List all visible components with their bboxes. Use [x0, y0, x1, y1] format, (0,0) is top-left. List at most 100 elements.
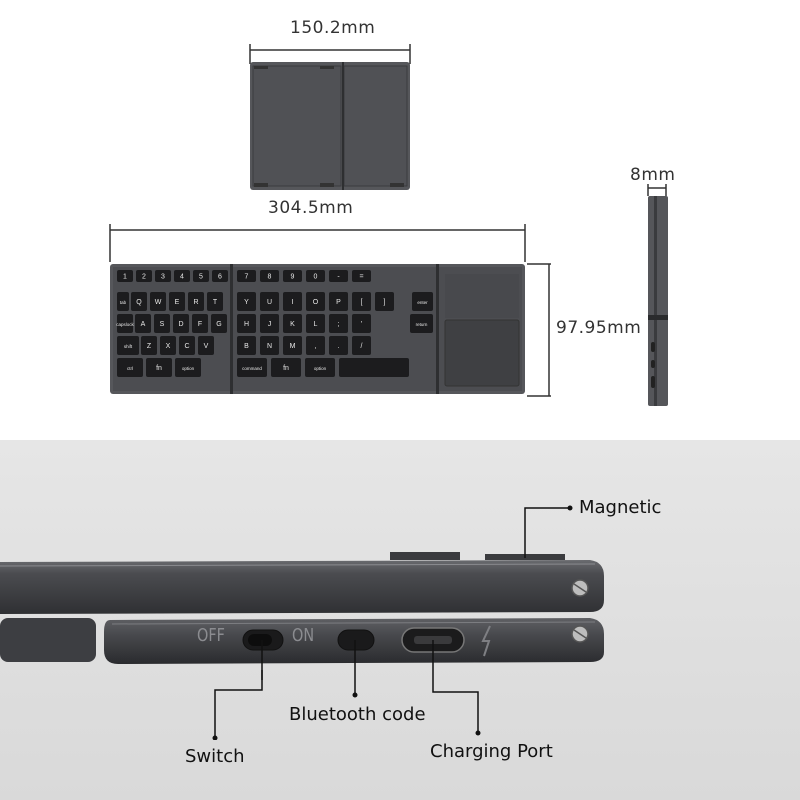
key-label: 8 — [268, 274, 272, 281]
key — [237, 292, 256, 311]
key-capslock — [117, 314, 133, 333]
key-label: W — [155, 299, 162, 306]
unfolded-width-label: 304.5mm — [268, 198, 354, 218]
key-label: L — [314, 321, 318, 328]
key — [207, 292, 223, 311]
key — [117, 358, 143, 377]
key-shift-left-label: shift — [124, 344, 133, 349]
key — [169, 292, 185, 311]
thickness-label: 8mm — [630, 165, 676, 185]
key — [155, 270, 171, 282]
key — [160, 336, 176, 355]
key-label: - — [337, 274, 340, 281]
key — [135, 314, 151, 333]
key-label: C — [184, 343, 189, 350]
key — [179, 336, 195, 355]
charging-port-callout: Charging Port — [430, 741, 553, 762]
key-label: I — [292, 299, 294, 306]
key — [306, 336, 325, 355]
key — [329, 270, 348, 282]
key-return — [410, 314, 433, 333]
key-return-label: return — [416, 322, 428, 327]
key-label: 4 — [180, 274, 184, 281]
key-label: E — [175, 299, 180, 306]
key — [352, 314, 371, 333]
key-label: N — [267, 343, 272, 350]
key-label: J — [268, 321, 272, 328]
key — [237, 358, 267, 377]
key-label: option — [314, 366, 327, 371]
key — [260, 292, 279, 311]
key-label: Z — [147, 343, 152, 350]
key — [174, 270, 190, 282]
key-label: H — [244, 321, 249, 328]
key — [150, 292, 166, 311]
key — [271, 358, 301, 377]
key — [117, 270, 133, 282]
key-shift-left — [117, 336, 139, 355]
key-label: option — [182, 366, 195, 371]
key-label: D — [178, 321, 183, 328]
height-label: 97.95mm — [556, 318, 642, 338]
key-label: 3 — [161, 274, 165, 281]
key — [154, 314, 170, 333]
key — [306, 314, 325, 333]
key-label: . — [338, 343, 340, 350]
key-label: Q — [136, 299, 142, 306]
key-capslock-label: capslock — [116, 322, 134, 327]
key — [141, 336, 157, 355]
switch-on-label: ON — [292, 625, 315, 646]
key — [212, 270, 228, 282]
key — [283, 314, 302, 333]
key-label: [ — [361, 299, 363, 306]
key — [375, 292, 394, 311]
magnetic-callout: Magnetic — [579, 497, 662, 518]
key — [352, 270, 371, 282]
key-label: command — [242, 366, 262, 371]
key-label: S — [160, 321, 165, 328]
key-label: ] — [384, 299, 386, 306]
key-label: ctrl — [127, 366, 133, 371]
key-label: K — [290, 321, 295, 328]
key — [193, 270, 209, 282]
key-label: fn — [156, 365, 162, 372]
key — [188, 292, 204, 311]
key-label: R — [193, 299, 198, 306]
key-label: 7 — [245, 274, 249, 281]
key — [198, 336, 214, 355]
key-label: Y — [244, 299, 249, 306]
key — [283, 270, 302, 282]
key — [237, 336, 256, 355]
key-label: 5 — [199, 274, 203, 281]
key — [352, 292, 371, 311]
key-enter — [412, 292, 433, 311]
key-label: / — [361, 343, 363, 350]
key — [329, 314, 348, 333]
key — [260, 314, 279, 333]
switch-callout: Switch — [185, 746, 245, 767]
key-enter-label: enter — [417, 300, 428, 305]
callout-leaders — [212, 505, 573, 740]
key — [329, 336, 348, 355]
key-label: = — [359, 274, 363, 281]
folded-width-label: 150.2mm — [290, 18, 376, 38]
key — [131, 292, 147, 311]
key — [283, 336, 302, 355]
key-label: V — [204, 343, 209, 350]
key-label: 9 — [291, 274, 295, 281]
key-label: 0 — [314, 274, 318, 281]
key-label: fn — [283, 365, 289, 372]
bluetooth-code-callout: Bluetooth code — [289, 704, 426, 725]
key-label: T — [213, 299, 218, 306]
key — [306, 292, 325, 311]
key — [175, 358, 201, 377]
key — [211, 314, 227, 333]
key-tab-label: tab — [120, 300, 127, 305]
key-label: U — [267, 299, 272, 306]
key-label: M — [290, 343, 296, 350]
key-label: B — [244, 343, 249, 350]
key — [173, 314, 189, 333]
key — [283, 292, 302, 311]
key-space — [339, 358, 409, 377]
